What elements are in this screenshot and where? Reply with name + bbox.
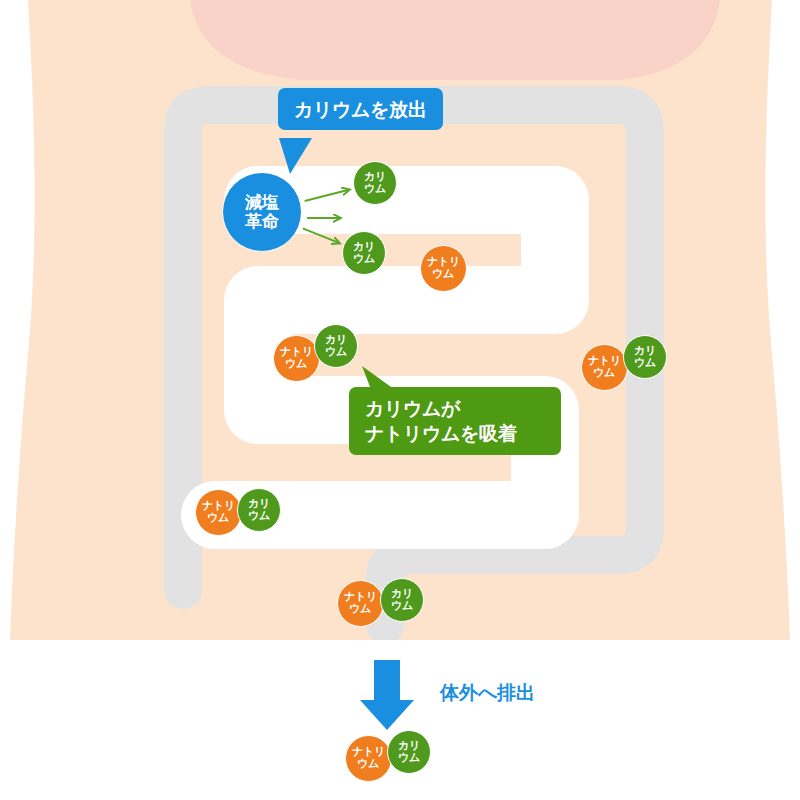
adsorb-callout: カリウムが ナトリウムを吸着	[349, 387, 562, 454]
potassium-circle: カリ ウム	[623, 335, 667, 379]
release-arrow	[303, 228, 339, 243]
sodium-circle: ナトリ ウム	[195, 489, 242, 536]
sodium-circle: ナトリ ウム	[337, 580, 384, 627]
product-circle: 減塩 革命	[222, 172, 302, 252]
potassium-circle: カリ ウム	[237, 488, 281, 532]
release-arrow	[305, 190, 349, 201]
sodium-circle: ナトリ ウム	[273, 335, 320, 382]
circle-label: カリ ウム	[634, 345, 656, 369]
potassium-circle: カリ ウム	[380, 578, 424, 622]
circle-label: ナトリ ウム	[352, 746, 385, 770]
circle-label: ナトリ ウム	[588, 355, 621, 379]
ground	[0, 640, 800, 800]
circle-label: カリ ウム	[391, 588, 413, 612]
excretion-label: 体外へ排出	[440, 680, 535, 706]
potassium-circle: カリ ウム	[353, 161, 397, 205]
circle-label: カリ ウム	[353, 241, 375, 265]
circle-label: カリ ウム	[398, 740, 420, 764]
circle-label: ナトリ ウム	[202, 500, 235, 524]
circle-label: 減塩 革命	[245, 193, 279, 230]
torso	[10, 0, 790, 640]
sodium-circle: ナトリ ウム	[345, 735, 392, 782]
circle-label: カリ ウム	[364, 171, 386, 195]
callout-text: カリウムを放出	[294, 97, 427, 122]
release-arrow	[307, 217, 340, 219]
potassium-circle: カリ ウム	[387, 730, 431, 774]
circle-label: ナトリ ウム	[344, 591, 377, 615]
callout-tail	[279, 138, 312, 174]
circle-label: カリ ウム	[325, 334, 347, 358]
potassium-circle: カリ ウム	[314, 324, 358, 368]
callout-text: カリウムが ナトリウムを吸着	[365, 396, 546, 445]
potassium-circle: カリ ウム	[342, 231, 386, 275]
sodium-circle: ナトリ ウム	[420, 245, 467, 292]
circle-label: カリ ウム	[248, 498, 270, 522]
release-callout: カリウムを放出	[278, 88, 443, 131]
circle-label: ナトリ ウム	[427, 256, 460, 280]
excretion-arrow	[360, 660, 414, 730]
large-intestine	[183, 105, 645, 625]
stomach	[190, 0, 720, 80]
circle-label: ナトリ ウム	[280, 346, 313, 370]
sodium-circle: ナトリ ウム	[581, 344, 628, 391]
